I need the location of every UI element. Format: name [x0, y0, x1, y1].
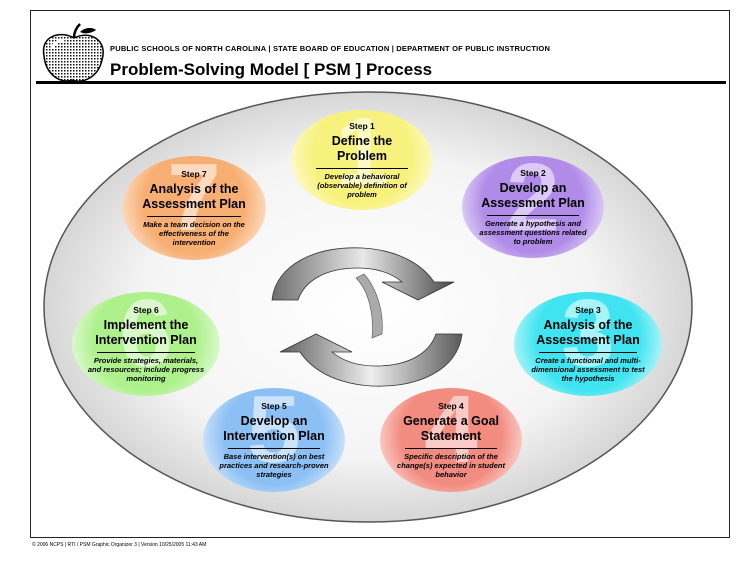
step-digit: 1: [335, 110, 389, 205]
step-digit: 5: [247, 388, 301, 483]
step-name: Implement the Intervention Plan: [95, 317, 197, 347]
step-digit: 6: [119, 292, 173, 387]
step-divider: [404, 448, 498, 450]
page-title: Problem-Solving Model [ PSM ] Process: [110, 60, 433, 79]
step-2: 2 Step 2 Develop an Assessment Plan Gene…: [462, 156, 604, 258]
step-label: Step 7: [181, 168, 207, 179]
step-label: Step 1: [349, 120, 375, 131]
step-label: Step 2: [520, 167, 546, 178]
step-name: Develop an Intervention Plan: [223, 413, 325, 443]
step-desc: Create a functional and multi-dimensiona…: [531, 356, 645, 384]
page-frame: [30, 10, 730, 538]
step-digit: 7: [167, 156, 221, 251]
step-desc: Provide strategies, materials, and resou…: [87, 356, 205, 384]
step-1: 1 Step 1 Define the Problem Develop a be…: [291, 110, 433, 210]
step-label: Step 4: [438, 400, 464, 411]
step-7: 7 Step 7 Analysis of the Assessment Plan…: [122, 156, 266, 260]
step-5: 5 Step 5 Develop an Intervention Plan Ba…: [203, 388, 345, 492]
agency-line: PUBLIC SCHOOLS OF NORTH CAROLINA | STATE…: [110, 44, 551, 53]
step-3: 3 Step 3 Analysis of the Assessment Plan…: [514, 292, 662, 396]
step-6: 6 Step 6 Implement the Intervention Plan…: [72, 292, 220, 396]
step-name: Analysis of the Assessment Plan: [536, 317, 640, 347]
step-desc: Specific description of the change(s) ex…: [397, 452, 505, 480]
step-divider: [315, 168, 409, 170]
step-label: Step 3: [575, 304, 601, 315]
step-desc: Generate a hypothesis and assessment que…: [479, 219, 587, 247]
step-digit: 2: [506, 156, 560, 251]
step-desc: Develop a behavioral (observable) defini…: [317, 172, 407, 200]
step-desc: Make a team decision on the effectivenes…: [143, 220, 245, 248]
step-label: Step 6: [133, 304, 159, 315]
step-desc: Base intervention(s) on best practices a…: [219, 452, 329, 480]
step-digit: 4: [424, 388, 478, 483]
step-divider: [227, 448, 321, 450]
title-divider: [36, 81, 726, 84]
step-divider: [97, 352, 195, 354]
step-name: Define the Problem: [331, 133, 393, 163]
step-name: Analysis of the Assessment Plan: [142, 181, 246, 211]
step-name: Develop an Assessment Plan: [481, 180, 585, 210]
cycle-arrows-icon: [271, 247, 463, 387]
step-label: Step 5: [261, 400, 287, 411]
step-4: 4 Step 4 Generate a Goal Statement Speci…: [380, 388, 522, 492]
apple-logo-icon: [42, 23, 104, 82]
step-divider: [486, 215, 580, 217]
step-name: Generate a Goal Statement: [403, 413, 499, 443]
step-divider: [146, 216, 242, 218]
step-digit: 3: [561, 292, 615, 387]
step-divider: [539, 352, 637, 354]
footer-note: © 2006 NCPS | RTI / PSM Graphic Organize…: [32, 542, 207, 548]
